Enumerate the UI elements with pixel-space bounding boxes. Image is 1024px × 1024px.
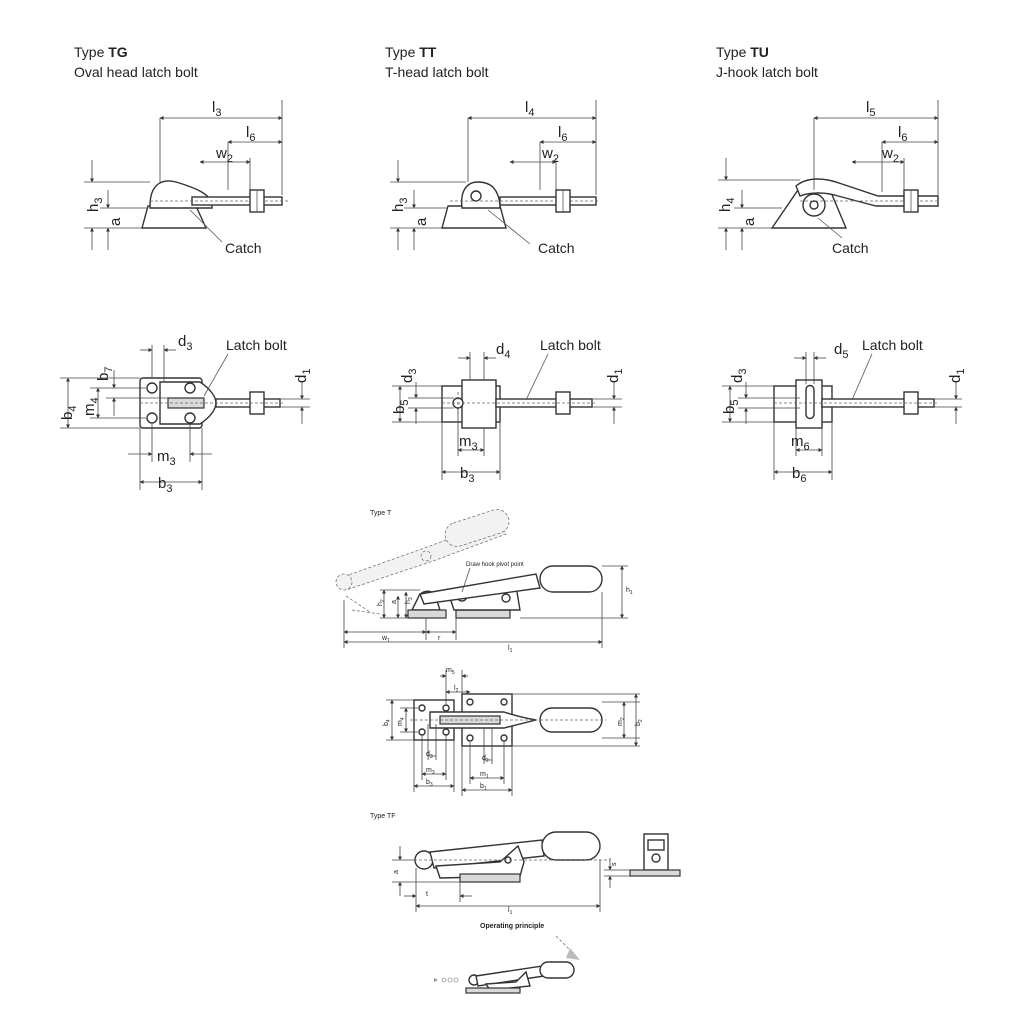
type-tu-latch-bolt-label: Latch bolt	[862, 337, 923, 353]
dim-d3-tu: d3	[729, 369, 749, 383]
type-tu-description: J-hook latch bolt	[716, 64, 818, 80]
dim-m4: m4	[81, 397, 101, 416]
dim-l4: l4	[525, 99, 534, 119]
operating-principle-label: Operating principle	[480, 923, 544, 930]
dim-l6-tu: l6	[898, 124, 907, 144]
dim-h4: h4	[717, 198, 737, 212]
dim-b3-tt: b3	[460, 465, 474, 485]
type-tt-top-view: Latch bolt d4 d1 b5 d3 m3 b3	[391, 337, 625, 485]
dim-a: a	[107, 217, 124, 226]
dim-d5: d5	[834, 341, 848, 361]
type-tu-side-view: Type TU J-hook latch bolt Catch l5 l6 w2…	[716, 44, 940, 256]
dim-l5: l5	[866, 99, 875, 119]
dim-m2-t: m2	[617, 717, 626, 726]
dim-b4: b4	[59, 406, 79, 420]
dim-l6-tt: l6	[558, 124, 567, 144]
dim-m5-t: m5	[446, 667, 455, 676]
dim-m4-t: m4	[397, 717, 406, 726]
type-tu-top-view: Latch bolt d5 d1 b5 d3 m6 b6	[721, 337, 967, 485]
type-tu-catch-label: Catch	[832, 240, 869, 256]
dim-a-tf: a	[393, 870, 400, 874]
dim-b2-t: b2	[635, 719, 644, 726]
dim-m3: m3	[157, 448, 176, 468]
dim-s-tf: s	[611, 862, 618, 866]
type-tf-side-view: Type TF a t l1	[370, 813, 610, 916]
dim-l6: l6	[246, 124, 255, 144]
dim-m1-t: m1	[480, 771, 489, 780]
type-t-side-view: Type T Draw hook pivot point h2 a h3	[335, 509, 633, 654]
dim-b6: b6	[792, 465, 806, 485]
type-tu-title: Type TU	[716, 44, 769, 60]
dim-b3: b3	[158, 475, 172, 495]
dim-d2-t: d2	[482, 755, 489, 764]
type-tg-catch-label: Catch	[225, 240, 262, 256]
dim-r-t: r	[438, 635, 441, 642]
type-tt-catch-label: Catch	[538, 240, 575, 256]
dim-d1-tt: d1	[605, 369, 625, 383]
dim-h2-t: h2	[377, 599, 386, 606]
dim-d4: d4	[496, 341, 510, 361]
dim-m6: m6	[791, 433, 810, 453]
operating-principle: Operating principle	[434, 923, 580, 994]
type-tg-description: Oval head latch bolt	[74, 64, 198, 80]
type-tg-latch-bolt-label: Latch bolt	[226, 337, 287, 353]
type-tg-side-view: Type TG Oval head latch bolt Catch l3 l6…	[74, 44, 290, 256]
dim-l3: l3	[212, 99, 221, 119]
dim-l2-t: l2	[454, 685, 459, 694]
type-tg-top-view: Latch bolt d3 d1 b4 m4 b7 m3 b3	[59, 333, 313, 495]
dim-a-tu: a	[741, 217, 758, 226]
type-tf-end-view: s	[604, 833, 681, 888]
dim-m3-t: m3	[426, 767, 435, 776]
draw-hook-pivot-label: Draw hook pivot point	[466, 562, 524, 568]
dim-t-tf: t	[426, 891, 428, 898]
dim-h1-t: h1	[626, 587, 633, 596]
dim-h3: h3	[85, 198, 105, 212]
dim-m3-tt: m3	[459, 433, 478, 453]
dim-b1-t: b1	[480, 783, 487, 792]
type-tt-side-view: Type TT T-head latch bolt Catch l4 l6 w2…	[385, 44, 600, 256]
dim-d1-tu: d1	[947, 369, 967, 383]
type-tt-title: Type TT	[385, 44, 437, 60]
dim-l1-tf: l1	[508, 907, 513, 916]
dim-a-tt: a	[413, 217, 430, 226]
type-t-top-view: b4 m4 m2 b2 m5 l2 d3 m3 b3	[383, 667, 644, 796]
dim-b4-t: b4	[383, 719, 392, 726]
dim-w2-tt: w2	[541, 145, 559, 165]
dim-b5-tu: b5	[721, 400, 741, 414]
dim-d3-t: d3	[426, 751, 433, 760]
type-tt-description: T-head latch bolt	[385, 64, 489, 80]
dim-d3-tt: d3	[399, 369, 419, 383]
dim-l1-t: l1	[508, 645, 513, 654]
dim-h3-tt: h3	[390, 198, 410, 212]
dim-a-t: a	[391, 600, 398, 604]
type-tf-title: Type TF	[370, 813, 396, 820]
type-tt-latch-bolt-label: Latch bolt	[540, 337, 601, 353]
dim-b3-t: b3	[426, 779, 433, 788]
dim-d3: d3	[178, 333, 192, 353]
dim-d1: d1	[293, 369, 313, 383]
type-t-title: Type T	[370, 510, 392, 517]
dim-w2: w2	[215, 145, 233, 165]
dim-h3-t: h3	[405, 597, 414, 604]
dim-b7: b7	[95, 367, 115, 381]
dim-b5: b5	[391, 400, 411, 414]
dim-w2-tu: w2	[881, 145, 899, 165]
type-tg-title: Type TG	[74, 44, 128, 60]
dim-w1-t: w1	[381, 635, 390, 644]
